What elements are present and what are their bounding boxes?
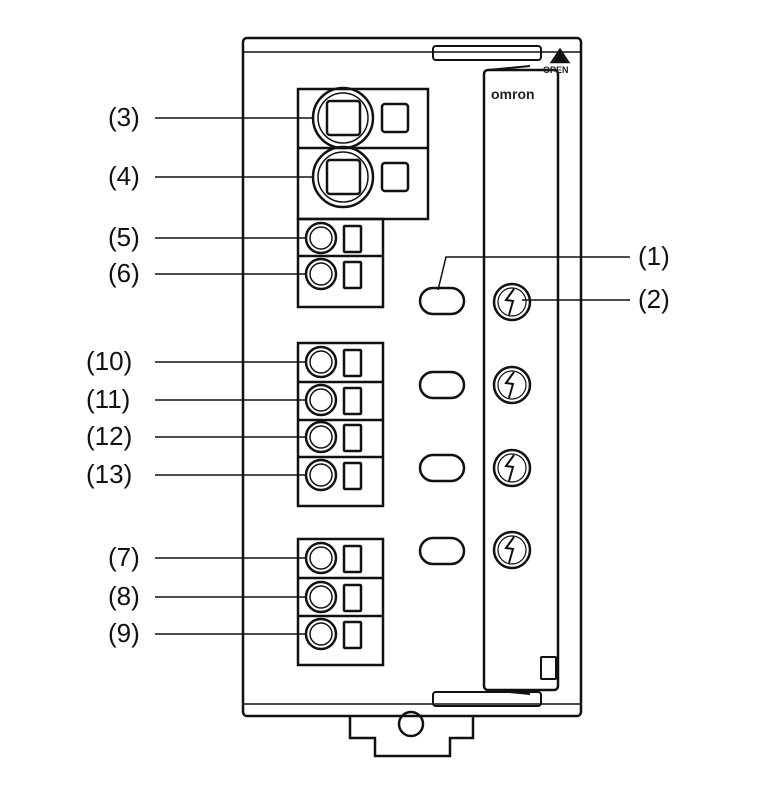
rotary-switch-3: [492, 448, 532, 488]
terminal-screw-4-inner: [317, 151, 369, 203]
callout-label-11: (11): [86, 384, 131, 414]
terminal-release-5: [342, 224, 363, 254]
indicator-led-2: [418, 370, 466, 400]
terminal-block-5-6: [296, 217, 385, 309]
terminal-release-4: [380, 161, 410, 193]
terminal-release-12: [342, 423, 363, 453]
indicator-led-1: [418, 286, 466, 316]
callout-label-2: (2): [638, 284, 670, 314]
front-cover: [482, 68, 560, 692]
cover-open-label: OPEN: [543, 65, 569, 75]
terminal-release-6: [342, 260, 363, 290]
terminal-screw-5-inner: [309, 226, 333, 250]
terminal-screw-12-inner: [309, 425, 333, 449]
open-arrow-icon: [549, 47, 571, 64]
callout-label-5: (5): [108, 222, 140, 252]
terminal-release-8: [342, 583, 363, 613]
callout-label-4: (4): [108, 161, 140, 191]
callout-label-8: (8): [108, 581, 140, 611]
terminal-screw-13-inner: [309, 463, 333, 487]
top-latch: [432, 45, 542, 61]
terminal-screw-9-inner: [309, 622, 333, 646]
indicator-led-3: [418, 453, 466, 483]
terminal-release-10: [342, 348, 363, 378]
housing-outline: [241, 36, 583, 718]
terminal-block-10-13: [296, 341, 385, 508]
cover-hinge-top: [487, 65, 531, 71]
terminal-release-3: [380, 102, 410, 134]
terminal-screw-11-inner: [309, 388, 333, 412]
indicator-led-4: [418, 536, 466, 566]
brand-logo: omron: [491, 86, 535, 102]
terminal-screw-3: [311, 86, 375, 150]
terminal-block-7-9: [296, 537, 385, 667]
terminal-screw-7-inner: [309, 546, 333, 570]
callout-label-10: (10): [86, 346, 133, 376]
terminal-port-4: [325, 158, 362, 196]
callout-label-1: (1): [638, 241, 670, 271]
cover-hinge-bottom: [487, 689, 531, 695]
rotary-switch-2: [492, 365, 532, 405]
terminal-release-13: [342, 461, 363, 491]
terminal-screw-4: [311, 145, 375, 209]
bottom-latch: [432, 691, 542, 707]
terminal-screw-3-inner: [317, 92, 369, 144]
terminal-release-11: [342, 386, 363, 416]
callout-label-6: (6): [108, 258, 140, 288]
callout-label-13: (13): [86, 459, 133, 489]
terminal-release-9: [342, 620, 363, 650]
callout-label-9: (9): [108, 618, 140, 648]
rotary-switch-4: [492, 530, 532, 570]
din-rail-clip: [348, 716, 475, 758]
callout-label-12: (12): [86, 421, 133, 451]
callout-label-3: (3): [108, 102, 140, 132]
callout-label-7: (7): [108, 542, 140, 572]
cover-indicator-window: [540, 656, 557, 680]
rotary-switch-1: [492, 282, 532, 322]
terminal-port-3: [325, 99, 362, 137]
leader-line-1: [437, 256, 630, 291]
din-rail-clip-hole: [397, 710, 425, 738]
terminal-release-7: [342, 544, 363, 574]
terminal-screw-8-inner: [309, 585, 333, 609]
terminal-screw-6-inner: [309, 262, 333, 286]
terminal-screw-10-inner: [309, 350, 333, 374]
